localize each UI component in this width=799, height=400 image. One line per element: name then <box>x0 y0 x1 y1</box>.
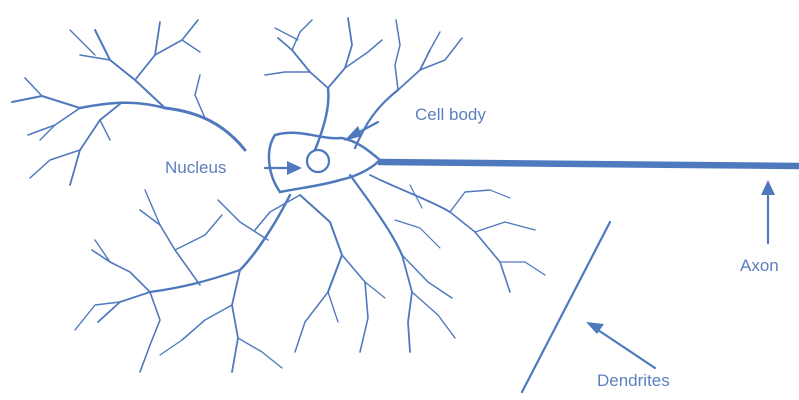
dendrites-label: Dendrites <box>597 372 670 389</box>
axon-line <box>378 162 799 166</box>
dendrites-illustration <box>12 18 610 392</box>
cell-body-shape <box>269 133 380 192</box>
arrowheads <box>287 126 775 334</box>
nucleus-label: Nucleus <box>165 159 226 176</box>
axon-label: Axon <box>740 257 779 274</box>
nucleus-arrowhead <box>287 161 302 175</box>
nucleus-circle <box>307 150 329 172</box>
cell-body-label: Cell body <box>415 106 486 123</box>
dendrites-arrow-shaft <box>598 330 655 368</box>
axon-arrowhead <box>761 180 775 195</box>
pointer-arrows <box>265 122 768 368</box>
